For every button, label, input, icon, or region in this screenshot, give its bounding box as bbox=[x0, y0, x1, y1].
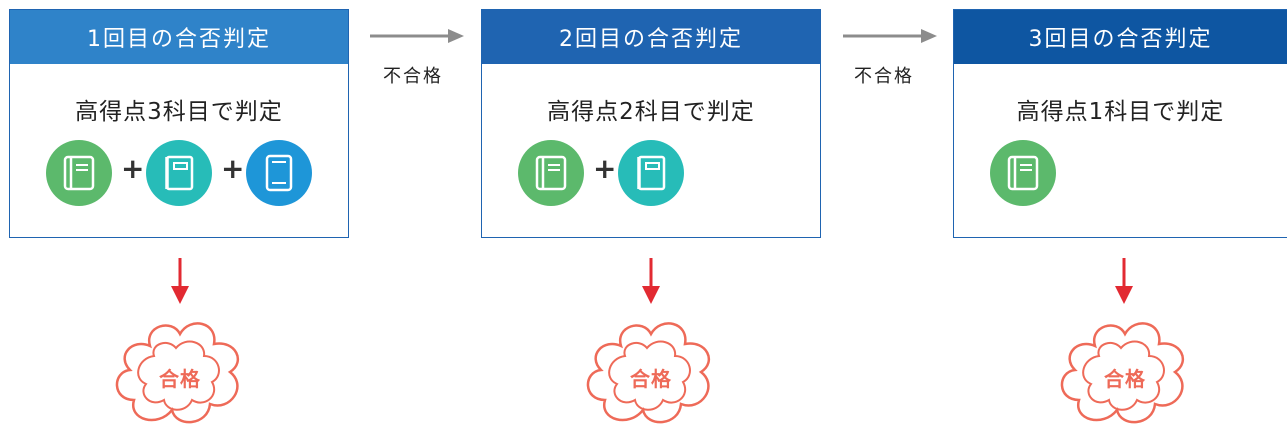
plus-sign: + bbox=[593, 152, 617, 185]
plus-sign: + bbox=[221, 152, 245, 185]
stage-3-title: 高得点1科目で判定 bbox=[1016, 99, 1225, 125]
stage-1-subjects: + + bbox=[10, 140, 348, 206]
stage-1-header: 1回目の合否判定 bbox=[10, 10, 348, 64]
pass-badge: 合格 bbox=[110, 316, 250, 430]
plus-sign: + bbox=[121, 152, 145, 185]
arrow-down-icon bbox=[642, 258, 660, 304]
pass-badge: 合格 bbox=[581, 316, 721, 430]
stage-1-title: 高得点3科目で判定 bbox=[75, 99, 283, 125]
stage-3-header: 3回目の合否判定 bbox=[954, 10, 1287, 64]
arrow-right-icon bbox=[843, 29, 937, 43]
pass-label: 合格 bbox=[1104, 367, 1146, 391]
arrow-down-icon bbox=[1115, 258, 1133, 304]
book-icon bbox=[518, 140, 584, 206]
notebook-icon bbox=[618, 140, 684, 206]
arrow-right-icon bbox=[370, 29, 464, 43]
pass-label: 合格 bbox=[630, 367, 672, 391]
fail-label: 不合格 bbox=[854, 66, 914, 87]
stage-3-box: 3回目の合否判定 高得点1科目で判定 bbox=[953, 9, 1287, 238]
book-icon bbox=[46, 140, 112, 206]
cloud-stamp-icon bbox=[115, 322, 240, 424]
notebook-icon bbox=[146, 140, 212, 206]
stage-1-box: 1回目の合否判定 高得点3科目で判定 + + bbox=[9, 9, 349, 238]
book-icon bbox=[990, 140, 1056, 206]
cloud-stamp-icon bbox=[586, 322, 711, 424]
cloud-stamp-icon bbox=[1060, 322, 1185, 424]
stage-2-header: 2回目の合否判定 bbox=[482, 10, 820, 64]
pass-badge: 合格 bbox=[1055, 316, 1195, 430]
arrow-down-icon bbox=[171, 258, 189, 304]
stage-2-title: 高得点2科目で判定 bbox=[547, 99, 755, 125]
fail-label: 不合格 bbox=[383, 66, 443, 87]
stage-3-subjects bbox=[954, 140, 1287, 206]
stage-2-subjects: + bbox=[482, 140, 820, 206]
pass-label: 合格 bbox=[159, 367, 201, 391]
tablet-icon bbox=[246, 140, 312, 206]
stage-2-box: 2回目の合否判定 高得点2科目で判定 + bbox=[481, 9, 821, 238]
